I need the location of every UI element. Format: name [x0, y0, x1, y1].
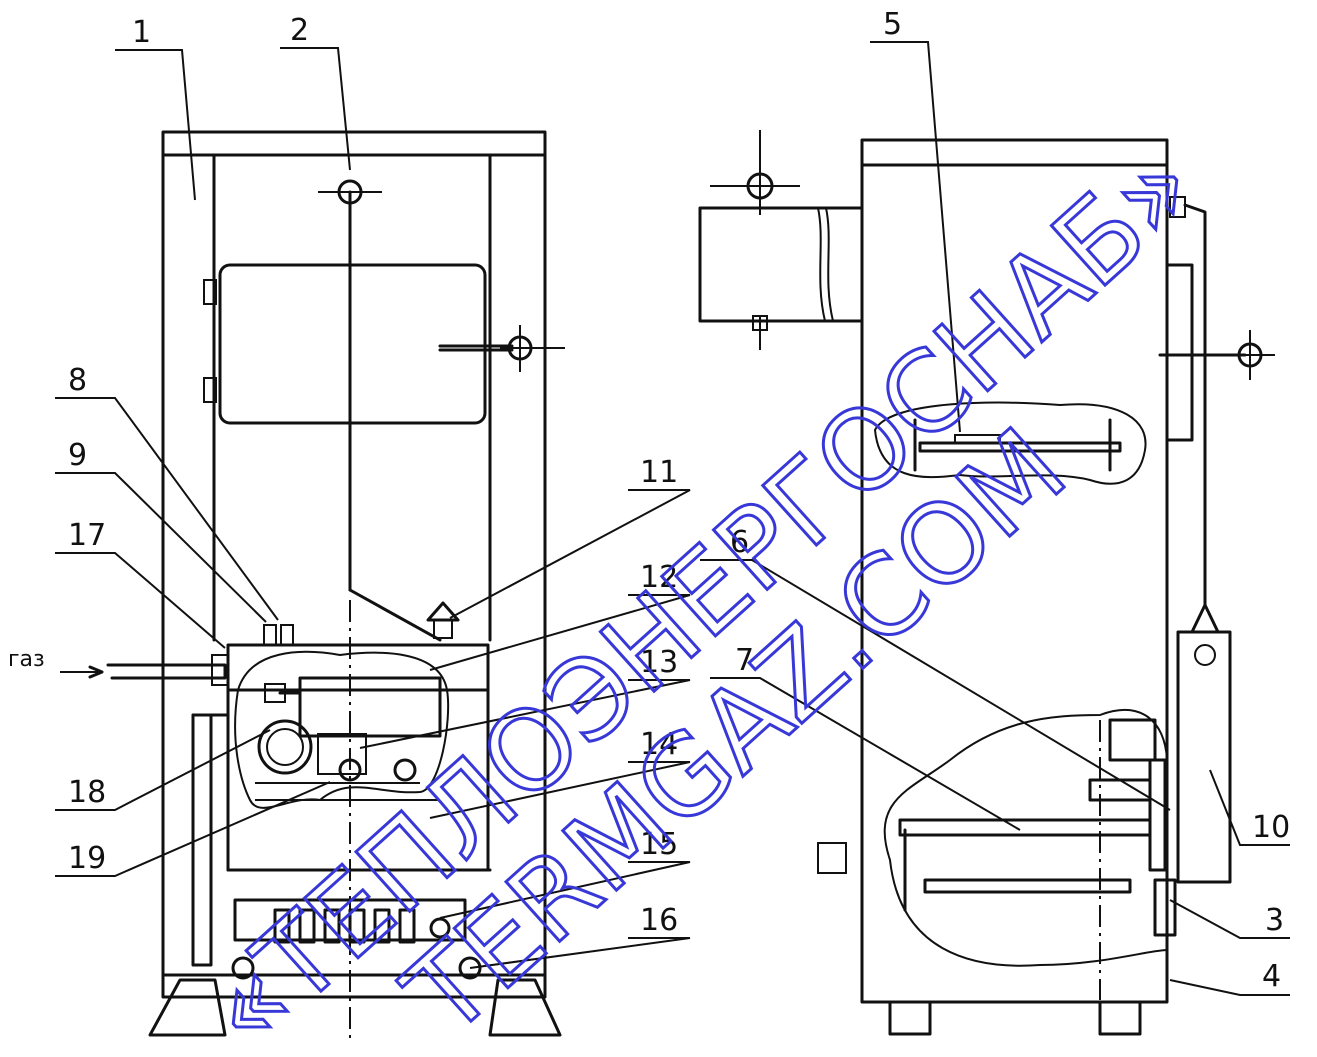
callout-13: 13	[640, 645, 678, 680]
callout-8: 8	[68, 363, 87, 398]
callout-1: 1	[132, 15, 151, 50]
side-casing	[860, 138, 1169, 1004]
callout-2: 2	[290, 13, 309, 48]
callout-15: 15	[640, 827, 678, 862]
callout-9: 9	[68, 438, 87, 473]
front-casing	[161, 130, 547, 999]
callout-11: 11	[640, 455, 678, 490]
callout-14: 14	[640, 727, 678, 762]
callout-6: 6	[730, 525, 749, 560]
front-view	[60, 130, 565, 1040]
callout-10: 10	[1252, 810, 1290, 845]
callout-12: 12	[640, 560, 678, 595]
gas-inlet-label: газ	[8, 647, 45, 672]
side-view	[698, 130, 1275, 1036]
leader-lines	[55, 41, 1290, 996]
callout-7: 7	[735, 643, 754, 678]
draught-regulator	[1176, 630, 1232, 884]
callout-numbers: 1 2 3 4 5 6 7 8 9 10 11 12 13 14 15 16 1…	[8, 7, 1290, 994]
callout-5: 5	[883, 7, 902, 42]
callout-4: 4	[1262, 959, 1281, 994]
callout-17: 17	[68, 518, 106, 553]
callout-18: 18	[68, 775, 106, 810]
callout-19: 19	[68, 841, 106, 876]
loading-door	[218, 263, 487, 425]
callout-3: 3	[1265, 903, 1284, 938]
callout-16: 16	[640, 903, 678, 938]
flue-pipe	[698, 206, 864, 323]
